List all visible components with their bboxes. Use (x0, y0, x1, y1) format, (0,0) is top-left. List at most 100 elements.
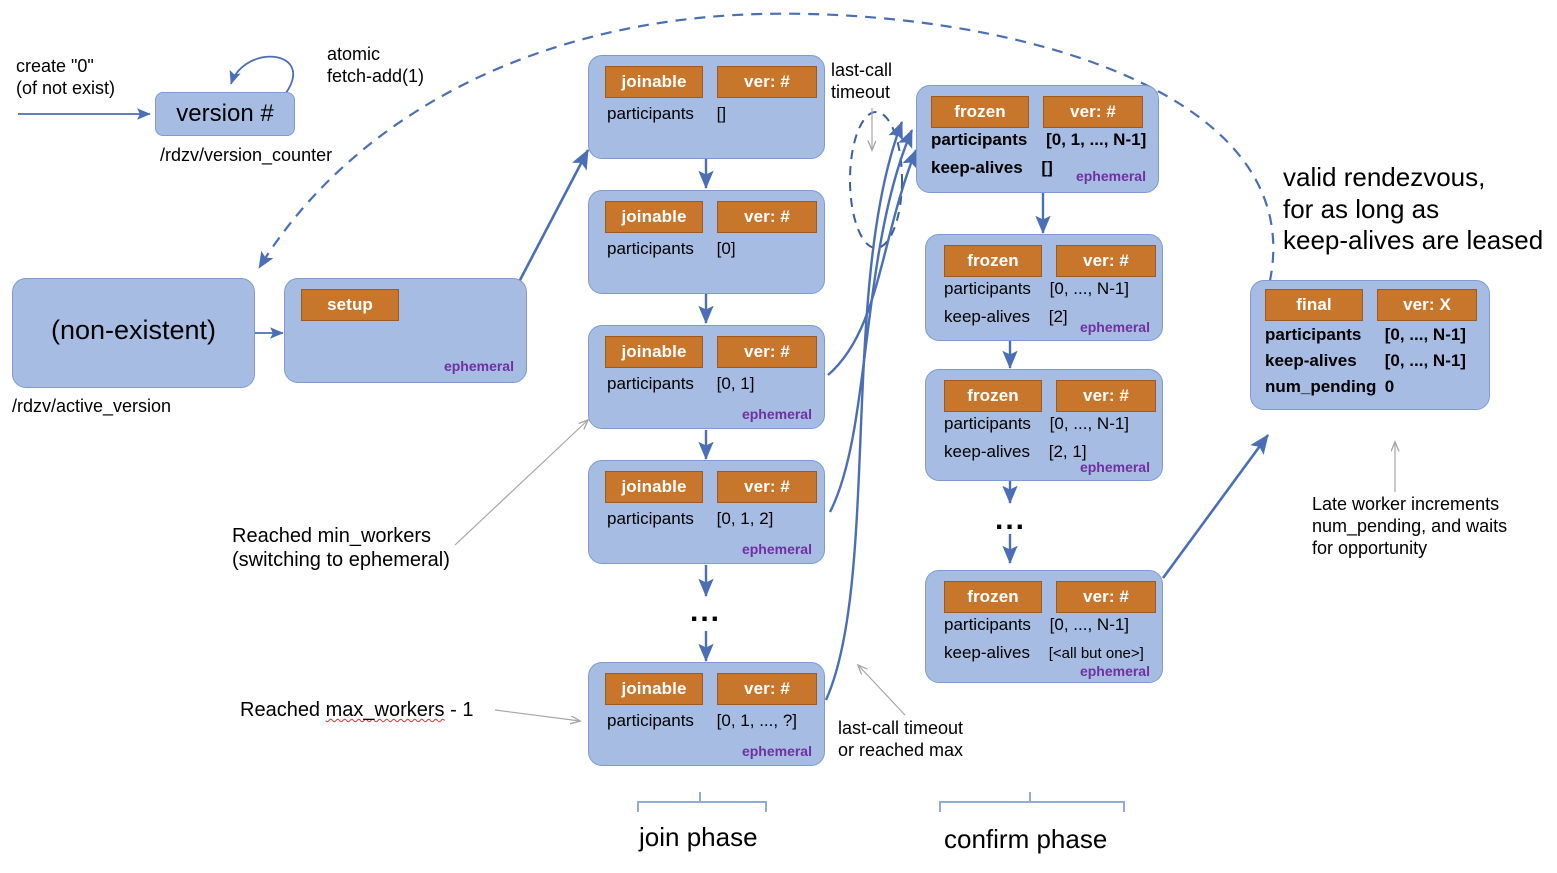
keepalives-row-f3: keep-alives [2, 1] (944, 442, 1087, 462)
participants-key: participants (944, 279, 1031, 298)
version-counter-label: version # (176, 100, 274, 127)
participants-value: [0] (716, 239, 736, 258)
participants-row-f3: participants [0, ..., N-1] (944, 414, 1129, 434)
keepalives-row-f4: keep-alives [<all but one>] (944, 643, 1144, 663)
setup-header-row: setup (301, 289, 399, 321)
edge-lastcall-max-pointer (858, 665, 906, 716)
version-chip: ver: # (1056, 245, 1156, 277)
frozen-header-row-4: frozen ver: # (944, 581, 1156, 613)
joinable-state-box-2: joinable ver: # participants [0] (588, 190, 825, 294)
participants-row-4: participants [0, 1, 2] (607, 509, 773, 529)
version-chip: ver: X (1377, 289, 1477, 321)
num-pending-key: num_pending (1265, 377, 1377, 396)
state-chip-joinable: joinable (605, 471, 703, 503)
version-chip: ver: # (717, 66, 817, 98)
version-counter-box: version # (155, 92, 295, 136)
frozen-state-box-3: frozen ver: # participants [0, ..., N-1]… (925, 369, 1163, 481)
participants-row-3: participants [0, 1] (607, 374, 754, 394)
keep-alives-key: keep-alives (944, 442, 1030, 461)
last-call-timeout-note: last-call timeout (831, 60, 893, 102)
valid-rendezvous-note: valid rendezvous, for as long as keep-al… (1283, 162, 1544, 256)
confirm-phase-ellipsis: ... (995, 503, 1027, 536)
keep-alives-value: [2, 1] (1048, 442, 1087, 461)
frozen-state-box-4: frozen ver: # participants [0, ..., N-1]… (925, 570, 1163, 683)
reached-max-workers-prefix: Reached (240, 699, 326, 721)
atomic-fetch-add-label: atomic fetch-add(1) (327, 44, 425, 86)
keepalives-row-f2: keep-alives [2] (944, 307, 1068, 327)
participants-value: [0, 1, ..., N-1] (1046, 130, 1147, 149)
version-chip: ver: # (1056, 380, 1156, 412)
numpending-row-final: num_pending 0 (1265, 377, 1394, 397)
participants-value: [0, ..., N-1] (1049, 414, 1130, 433)
ephemeral-badge: ephemeral (741, 743, 812, 759)
edge-maxworkers-pointer (494, 709, 580, 721)
participants-value: [0, ..., N-1] (1049, 615, 1130, 634)
participants-key: participants (607, 509, 694, 528)
state-chip-setup: setup (301, 289, 399, 321)
edge-frozen4-to-final (1161, 434, 1270, 579)
reached-max-workers-term: max_workers (325, 699, 445, 721)
participants-value: [0, 1, ..., ?] (716, 711, 797, 730)
state-chip-frozen: frozen (944, 581, 1042, 613)
ephemeral-badge: ephemeral (1079, 663, 1150, 679)
state-chip-joinable: joinable (605, 673, 703, 705)
confirm-phase-label: confirm phase (944, 824, 1108, 854)
participants-value: [0, ..., N-1] (1049, 279, 1130, 298)
participants-row-5: participants [0, 1, ..., ?] (607, 711, 797, 731)
state-chip-joinable: joinable (605, 66, 703, 98)
keep-alives-value: [] (1041, 158, 1053, 177)
version-chip: ver: # (717, 673, 817, 705)
frozen-header-row-1: frozen ver: # (931, 96, 1143, 128)
late-worker-note: Late worker increments num_pending, and … (1312, 494, 1508, 558)
keep-alives-value: [2] (1048, 307, 1068, 326)
participants-row-f4: participants [0, ..., N-1] (944, 615, 1129, 635)
brace-join-phase (637, 792, 767, 812)
final-header-row: final ver: X (1265, 289, 1477, 321)
version-chip: ver: # (1056, 581, 1156, 613)
keep-alives-key: keep-alives (1265, 351, 1357, 370)
non-existent-box: (non-existent) (12, 278, 255, 388)
keep-alives-value: [0, ..., N-1] (1384, 351, 1466, 370)
state-chip-joinable: joinable (605, 201, 703, 233)
final-state-box: final ver: X participants [0, ..., N-1] … (1250, 280, 1490, 410)
keepalives-row-final: keep-alives [0, ..., N-1] (1265, 351, 1466, 371)
participants-value: [0, ..., N-1] (1384, 325, 1466, 344)
join-phase-ellipsis: ... (690, 595, 722, 628)
create-if-not-exist-label: create "0" (of not exist) (16, 56, 116, 98)
keep-alives-key: keep-alives (944, 643, 1030, 662)
keep-alives-key: keep-alives (944, 307, 1030, 326)
state-chip-frozen: frozen (944, 245, 1042, 277)
join-phase-label: join phase (639, 822, 758, 852)
ephemeral-badge: ephemeral (1075, 168, 1146, 184)
participants-key: participants (944, 414, 1031, 433)
state-chip-frozen: frozen (931, 96, 1029, 128)
last-call-timeout-ellipse (849, 111, 903, 249)
participants-row-f2: participants [0, ..., N-1] (944, 279, 1129, 299)
joinable-header-row-2: joinable ver: # (605, 201, 817, 233)
non-existent-label: (non-existent) (50, 315, 217, 345)
ephemeral-badge: ephemeral (443, 358, 514, 374)
state-chip-frozen: frozen (944, 380, 1042, 412)
ephemeral-badge: ephemeral (741, 406, 812, 422)
joinable-state-box-4: joinable ver: # participants [0, 1, 2] e… (588, 460, 825, 564)
joinable-state-box-3: joinable ver: # participants [0, 1] ephe… (588, 325, 825, 429)
active-version-path-label: /rdzv/active_version (12, 396, 172, 416)
edge-setup-to-joinable1 (517, 149, 590, 283)
num-pending-value: 0 (1384, 377, 1395, 396)
brace-confirm-phase (939, 792, 1125, 812)
participants-key: participants (607, 374, 694, 393)
edge-join4-to-frozen1 (828, 129, 914, 513)
reached-min-workers-note: Reached min_workers (switching to epheme… (232, 525, 450, 572)
keep-alives-key: keep-alives (931, 158, 1023, 177)
participants-key: participants (931, 130, 1028, 149)
edge-join3-to-frozen1 (827, 149, 918, 376)
ephemeral-badge: ephemeral (741, 541, 812, 557)
participants-key: participants (944, 615, 1031, 634)
joinable-state-box-1: joinable ver: # participants [] (588, 55, 825, 159)
version-counter-path-label: /rdzv/version_counter (160, 145, 333, 165)
joinable-header-row-1: joinable ver: # (605, 66, 817, 98)
last-call-timeout-or-max-note: last-call timeout or reached max (838, 718, 964, 760)
joinable-header-row-3: joinable ver: # (605, 336, 817, 368)
participants-key: participants (607, 239, 694, 258)
reached-max-workers-note: Reached max_workers - 1 (240, 698, 473, 722)
